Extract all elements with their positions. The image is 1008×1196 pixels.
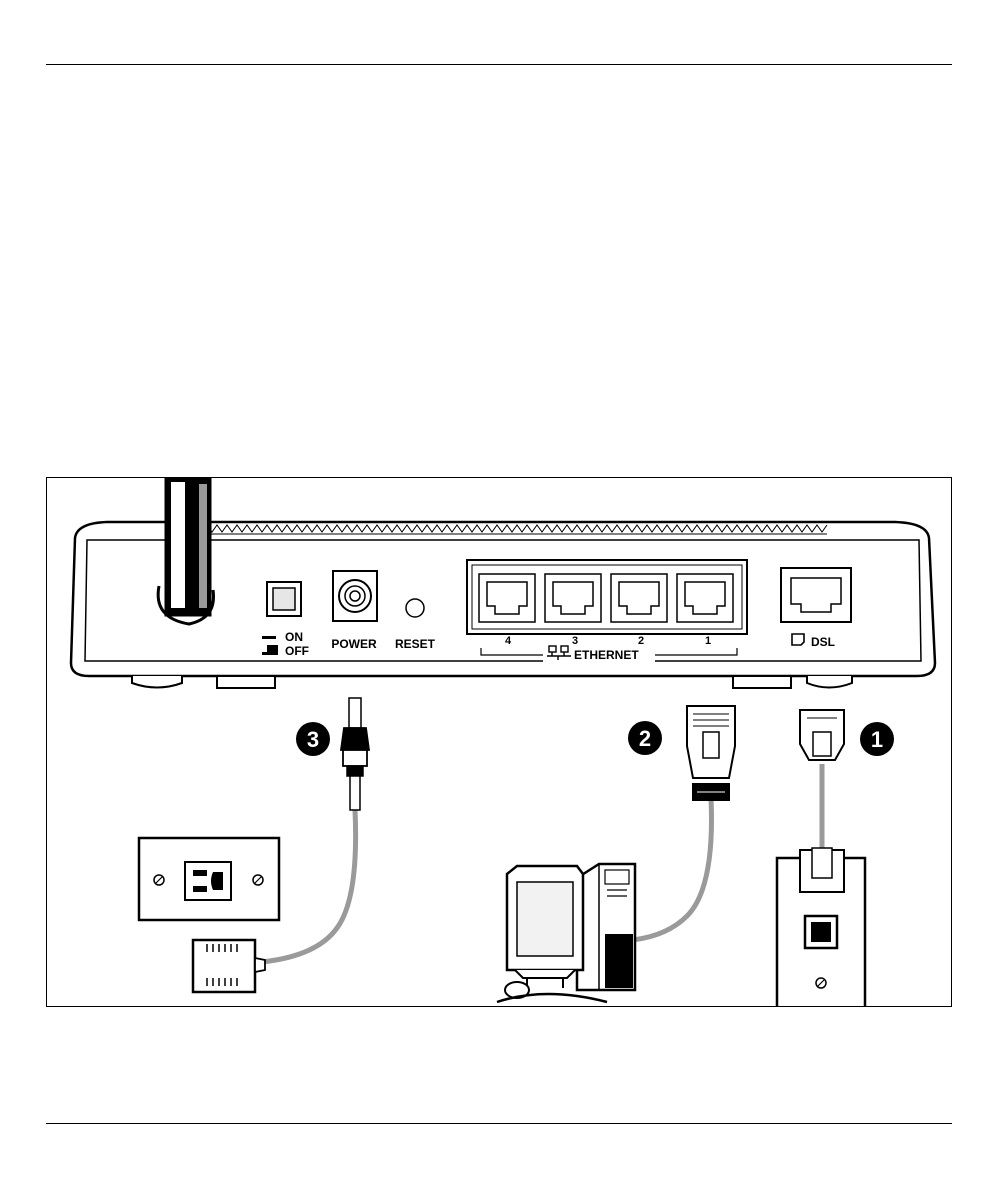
callout-2: 2 <box>628 721 662 755</box>
wall-phone-jack <box>777 848 865 1007</box>
power-adapter <box>193 940 265 992</box>
ethernet-port-number-1: 1 <box>705 635 711 647</box>
header-rule <box>46 64 952 65</box>
svg-text:3: 3 <box>307 727 319 752</box>
power-plug <box>341 698 369 810</box>
ethernet-plug <box>687 706 735 800</box>
antenna <box>158 478 213 624</box>
callout-3: 3 <box>296 722 330 756</box>
power-label: POWER <box>331 637 377 651</box>
dsl-plug <box>800 710 844 760</box>
router-connection-illustration: ON OFF POWER RESET 4 3 <box>47 478 952 1007</box>
wall-power-outlet <box>139 838 279 920</box>
svg-text:1: 1 <box>871 727 883 752</box>
svg-text:2: 2 <box>639 726 651 751</box>
reset-label: RESET <box>395 637 436 651</box>
reset-hole <box>406 599 424 617</box>
phone-jack-icon <box>792 634 804 645</box>
callout-1: 1 <box>860 722 894 756</box>
switch-on-label: ON <box>285 630 303 644</box>
footer-rule <box>46 1123 952 1124</box>
ethernet-label: ETHERNET <box>574 648 639 662</box>
ethernet-port-number-2: 2 <box>638 635 644 647</box>
computer <box>497 864 635 1002</box>
switch-off-label: OFF <box>285 644 309 658</box>
dsl-label: DSL <box>811 635 835 649</box>
ethernet-cable <box>632 798 712 940</box>
ethernet-port-number-3: 3 <box>572 635 578 647</box>
ethernet-port-number-4: 4 <box>505 635 512 647</box>
connection-diagram-figure: ON OFF POWER RESET 4 3 <box>46 477 952 1007</box>
